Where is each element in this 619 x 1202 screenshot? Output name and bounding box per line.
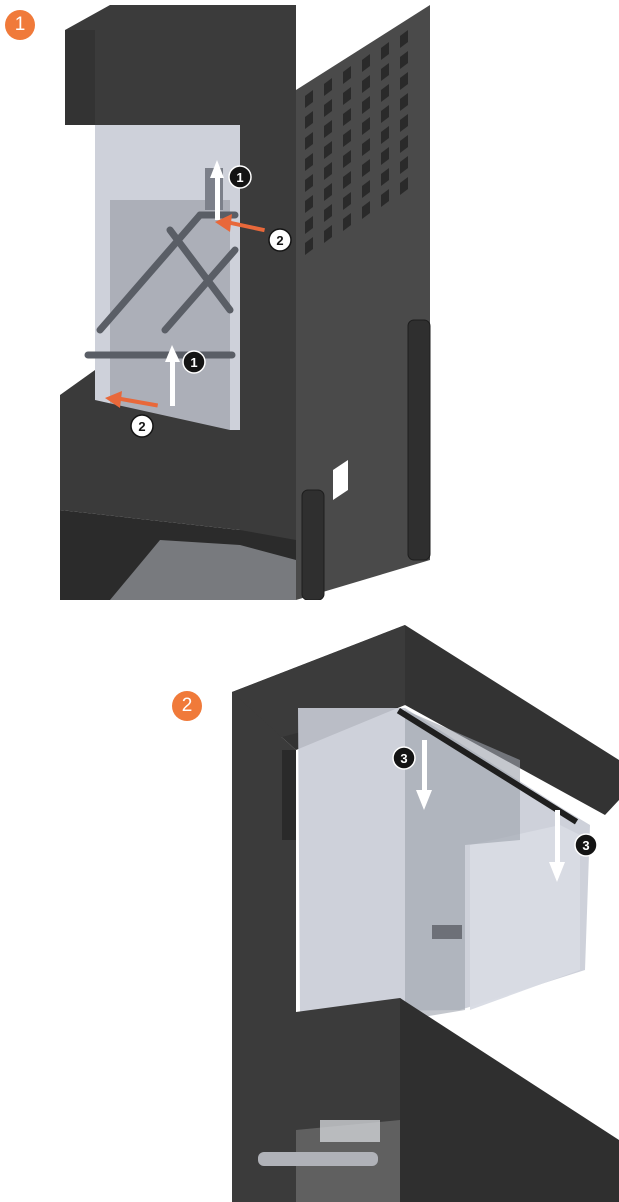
vent-slot bbox=[343, 108, 351, 126]
vent-slot bbox=[305, 132, 313, 150]
vent-slot bbox=[324, 120, 332, 138]
stove-door-removal-diagram: 1 2 1 2 bbox=[60, 5, 431, 600]
bottom-shelf bbox=[110, 540, 296, 600]
vent-slot bbox=[305, 153, 313, 171]
svg-text:1: 1 bbox=[236, 170, 243, 185]
stove-front-left bbox=[65, 30, 95, 125]
vent-slot bbox=[362, 96, 370, 114]
vent-slot bbox=[305, 90, 313, 108]
vent-slot bbox=[305, 111, 313, 129]
step-2-illustration: 2 3 bbox=[0, 600, 619, 1202]
slide-arrow-upper bbox=[215, 214, 265, 233]
vent-slot bbox=[362, 138, 370, 156]
vent-slot bbox=[362, 180, 370, 198]
vent-slot bbox=[343, 171, 351, 189]
firebox-interior bbox=[110, 200, 230, 430]
vent-slot bbox=[381, 189, 389, 207]
mechanism-part bbox=[320, 1120, 380, 1142]
vent-slot bbox=[381, 126, 389, 144]
vent-slot bbox=[343, 87, 351, 105]
vent-slot bbox=[305, 216, 313, 234]
vent-slot bbox=[343, 192, 351, 210]
slide-arrow-lower bbox=[105, 391, 159, 408]
lift-arrow-lower bbox=[165, 345, 180, 406]
inner-bar bbox=[432, 925, 462, 939]
vent-slot bbox=[381, 147, 389, 165]
vent-slot bbox=[381, 168, 389, 186]
vent-slot bbox=[362, 159, 370, 177]
stove-left-frame bbox=[282, 750, 296, 840]
vent-slot bbox=[324, 225, 332, 243]
callout-3-front: 3 bbox=[392, 746, 416, 770]
callout-2-lower: 2 bbox=[130, 414, 154, 438]
firebox-inner bbox=[405, 710, 520, 1020]
door-rail-right bbox=[407, 319, 431, 561]
vent-slot bbox=[362, 117, 370, 135]
step-1-badge: 1 bbox=[5, 10, 35, 40]
vent-slot bbox=[324, 183, 332, 201]
lower-arrow-side bbox=[549, 810, 565, 882]
stove-door-lowering-diagram: 3 3 bbox=[232, 625, 619, 1202]
door-rail-left bbox=[301, 489, 325, 600]
callout-1-lower: 1 bbox=[182, 350, 206, 374]
vent-slot bbox=[324, 162, 332, 180]
svg-text:2: 2 bbox=[138, 419, 145, 434]
glass-panel-side bbox=[470, 825, 580, 1010]
callout-1-upper: 1 bbox=[228, 165, 252, 189]
vent-slot bbox=[324, 78, 332, 96]
stove-lower-front bbox=[60, 370, 240, 530]
vent-slot bbox=[343, 66, 351, 84]
lift-arrow-upper bbox=[210, 160, 224, 220]
vent-slot bbox=[343, 129, 351, 147]
vent-slot bbox=[400, 51, 408, 69]
stove-top-frame bbox=[65, 5, 296, 125]
vent-slot bbox=[400, 30, 408, 48]
vent-slot bbox=[400, 156, 408, 174]
vent-slot bbox=[343, 150, 351, 168]
vent-slot bbox=[324, 99, 332, 117]
vent-slot bbox=[400, 135, 408, 153]
vent-slot bbox=[400, 72, 408, 90]
vent-slot bbox=[400, 114, 408, 132]
vent-slot bbox=[362, 54, 370, 72]
stove-front-column bbox=[232, 692, 296, 1202]
stove-top-face bbox=[232, 625, 405, 750]
vent-slot bbox=[400, 177, 408, 195]
vent-slot bbox=[381, 42, 389, 60]
vent-slot bbox=[381, 105, 389, 123]
vent-slot bbox=[305, 237, 313, 255]
lower-arrow-front bbox=[416, 740, 432, 810]
vent-slot bbox=[305, 174, 313, 192]
step-1-illustration: 1 bbox=[0, 0, 619, 600]
svg-text:3: 3 bbox=[400, 751, 407, 766]
svg-text:2: 2 bbox=[276, 233, 283, 248]
top-seal-strip bbox=[396, 708, 579, 825]
vent-slot bbox=[324, 141, 332, 159]
vent-slot bbox=[400, 93, 408, 111]
vent-slot bbox=[362, 75, 370, 93]
vent-slot bbox=[362, 201, 370, 219]
step-2-badge: 2 bbox=[172, 691, 202, 721]
svg-text:3: 3 bbox=[582, 838, 589, 853]
ventilation-slots bbox=[305, 30, 408, 255]
vent-slot bbox=[305, 195, 313, 213]
svg-text:1: 1 bbox=[190, 355, 197, 370]
vent-slot bbox=[343, 213, 351, 231]
stove-front-pillar bbox=[240, 90, 296, 600]
stove-lower-face bbox=[400, 998, 619, 1202]
side-panel-cutout bbox=[333, 460, 348, 500]
callout-2-upper: 2 bbox=[268, 228, 292, 252]
callout-3-side: 3 bbox=[574, 833, 598, 857]
vent-slot bbox=[324, 204, 332, 222]
vent-slot bbox=[381, 84, 389, 102]
handle-bracket bbox=[258, 1152, 378, 1166]
vent-slot bbox=[381, 63, 389, 81]
